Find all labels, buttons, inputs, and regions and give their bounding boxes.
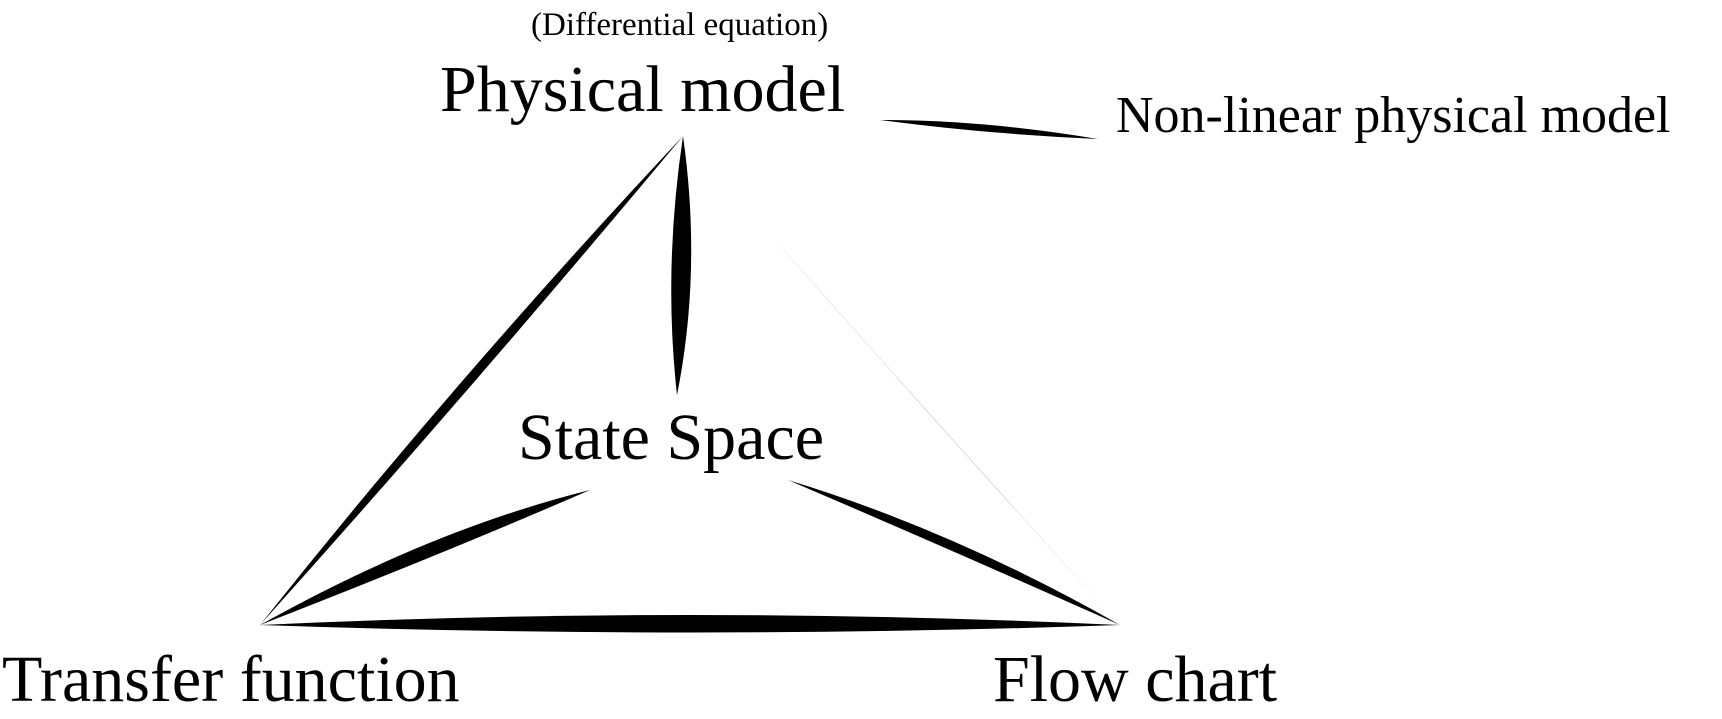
state-space-label: State Space [518,401,824,474]
nonlinear-physical-model-label: Non-linear physical model [1116,87,1671,144]
edge-physical-to-statespace [671,136,692,395]
transfer-function-label: Transfer function [2,643,460,716]
edge-transfer-to-flowchart [260,615,1120,633]
edge-statespace-to-flowchart [788,480,1120,625]
edge-physical-to-transfer [260,136,683,625]
physical-model-label: Physical model [440,53,845,126]
edge-statespace-to-transfer [260,490,590,625]
edge-physical-to-flowchart [683,136,1120,625]
flow-chart-label: Flow chart [993,643,1277,716]
physical-model-sublabel: (Differential equation) [531,7,828,43]
edge-physical-to-nonlinear [880,120,1098,139]
